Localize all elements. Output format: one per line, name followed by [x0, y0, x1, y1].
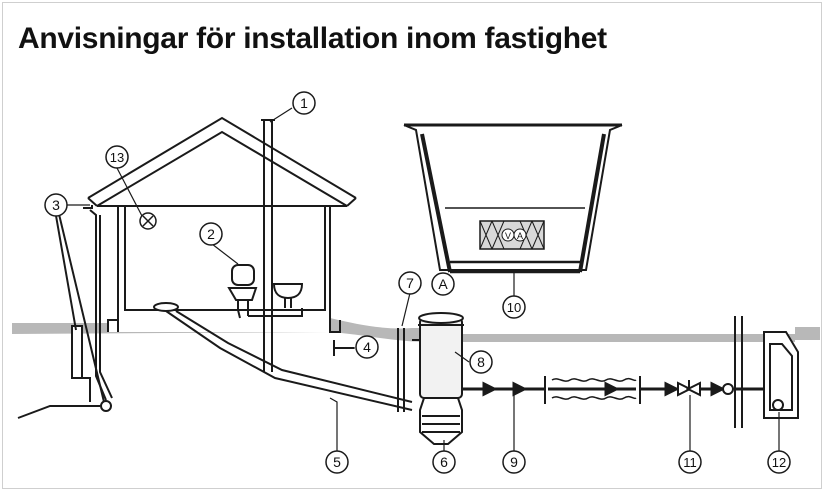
- callout-6: [432, 450, 456, 474]
- callout-1: [292, 91, 316, 115]
- callout-8: [469, 350, 493, 374]
- property-boundary: [734, 316, 743, 428]
- septic-tank: [397, 312, 464, 445]
- valve: [677, 380, 734, 397]
- callout-10: [502, 295, 526, 319]
- callout-13-label: 13: [110, 150, 124, 165]
- callout-12-label: 12: [772, 455, 786, 470]
- callout-2: [199, 222, 223, 246]
- filter-mark-v: V: [505, 231, 511, 241]
- house: [83, 116, 357, 333]
- leader-lines: [67, 107, 780, 452]
- callout-6-label: 6: [440, 454, 448, 470]
- pump-well: [763, 331, 799, 419]
- rainwater-downpipe: [17, 209, 113, 419]
- callout-2-label: 2: [207, 226, 215, 242]
- callout-12: [767, 450, 791, 474]
- callout-5: [325, 450, 349, 474]
- callout-11-label: 11: [683, 455, 697, 470]
- filter-pit: [403, 123, 623, 274]
- floor-drain: [153, 302, 179, 312]
- callout-5-label: 5: [333, 454, 341, 470]
- callout-4-label: 4: [363, 339, 371, 355]
- internal-drain-pipes: [165, 308, 413, 411]
- sink: [272, 283, 304, 308]
- callout-7-label: 7: [406, 275, 414, 291]
- callout-tank-a-label: A: [438, 276, 448, 292]
- callout-3-label: 3: [52, 197, 60, 213]
- callout-3: [44, 193, 68, 217]
- callout-11: [678, 450, 702, 474]
- callout-tank-a: [431, 272, 455, 296]
- callout-7: [398, 271, 422, 295]
- toilet: [227, 264, 258, 311]
- vent-pipe: [261, 119, 275, 372]
- callout-4: [355, 335, 379, 359]
- infiltration-bed: [544, 376, 641, 404]
- ground-surface: [12, 318, 820, 342]
- filter-mark-a: A: [517, 231, 523, 241]
- callout-9: [502, 450, 526, 474]
- callout-1-label: 1: [300, 95, 308, 111]
- filter-panel: [479, 220, 545, 250]
- callout-8-label: 8: [477, 354, 485, 370]
- callout-13: [105, 145, 129, 169]
- diagram-title: Anvisningar för installation inom fastig…: [18, 22, 607, 55]
- callout-9-label: 9: [510, 454, 518, 470]
- callout-10-label: 10: [507, 300, 521, 315]
- vent-fitting-icon: [139, 212, 157, 230]
